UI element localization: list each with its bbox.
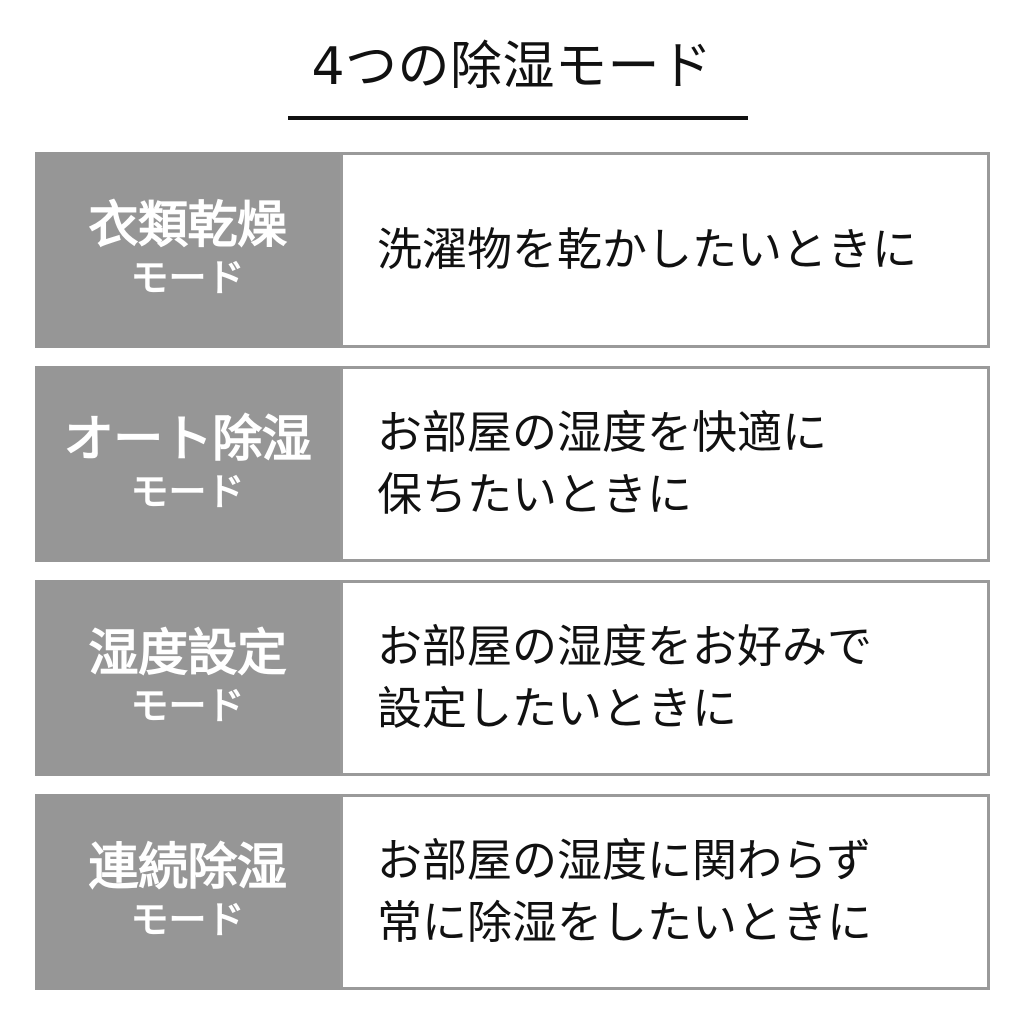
mode-label-sub: モード	[130, 898, 245, 942]
table-row: オート除湿 モード お部屋の湿度を快適に 保ちたいときに	[35, 366, 990, 562]
mode-description-line: お部屋の湿度を快適に	[377, 406, 828, 459]
mode-label-cell: 衣類乾燥 モード	[35, 152, 340, 348]
mode-label-cell: オート除湿 モード	[35, 366, 340, 562]
mode-label-sub: モード	[130, 684, 245, 728]
mode-description-cell: お部屋の湿度を快適に 保ちたいときに	[340, 366, 990, 562]
mode-label-sub: モード	[130, 256, 245, 300]
mode-label-main: 湿度設定	[88, 624, 288, 682]
table-row: 湿度設定 モード お部屋の湿度をお好みで 設定したいときに	[35, 580, 990, 776]
page-title-text: 4つの除湿モード	[311, 37, 713, 97]
mode-label-main: 衣類乾燥	[88, 196, 288, 254]
mode-description-line: 保ちたいときに	[377, 468, 693, 521]
dehumidify-mode-table: 衣類乾燥 モード 洗濯物を乾かしたいときに オート除湿 モード お部屋の湿度を快…	[35, 152, 990, 990]
mode-label-cell: 湿度設定 モード	[35, 580, 340, 776]
mode-description-line: お部屋の湿度に関わらず	[377, 834, 872, 887]
mode-description-cell: お部屋の湿度に関わらず 常に除湿をしたいときに	[340, 794, 990, 990]
table-row: 衣類乾燥 モード 洗濯物を乾かしたいときに	[35, 152, 990, 348]
mode-description-line: 設定したいときに	[377, 682, 738, 735]
title-underline-rule	[288, 116, 748, 120]
mode-description-cell: 洗濯物を乾かしたいときに	[340, 152, 990, 348]
table-row: 連続除湿 モード お部屋の湿度に関わらず 常に除湿をしたいときに	[35, 794, 990, 990]
mode-description-cell: お部屋の湿度をお好みで 設定したいときに	[340, 580, 990, 776]
mode-description-line: お部屋の湿度をお好みで	[377, 620, 873, 673]
mode-description-line: 常に除湿をしたいときに	[377, 896, 873, 949]
mode-label-cell: 連続除湿 モード	[35, 794, 340, 990]
mode-label-main: 連続除湿	[88, 838, 288, 896]
mode-label-sub: モード	[130, 470, 245, 514]
page-title: 4つの除湿モード	[0, 36, 1024, 98]
mode-label-main: オート除湿	[63, 410, 312, 468]
mode-description-line: 洗濯物を乾かしたいときに	[377, 223, 918, 276]
